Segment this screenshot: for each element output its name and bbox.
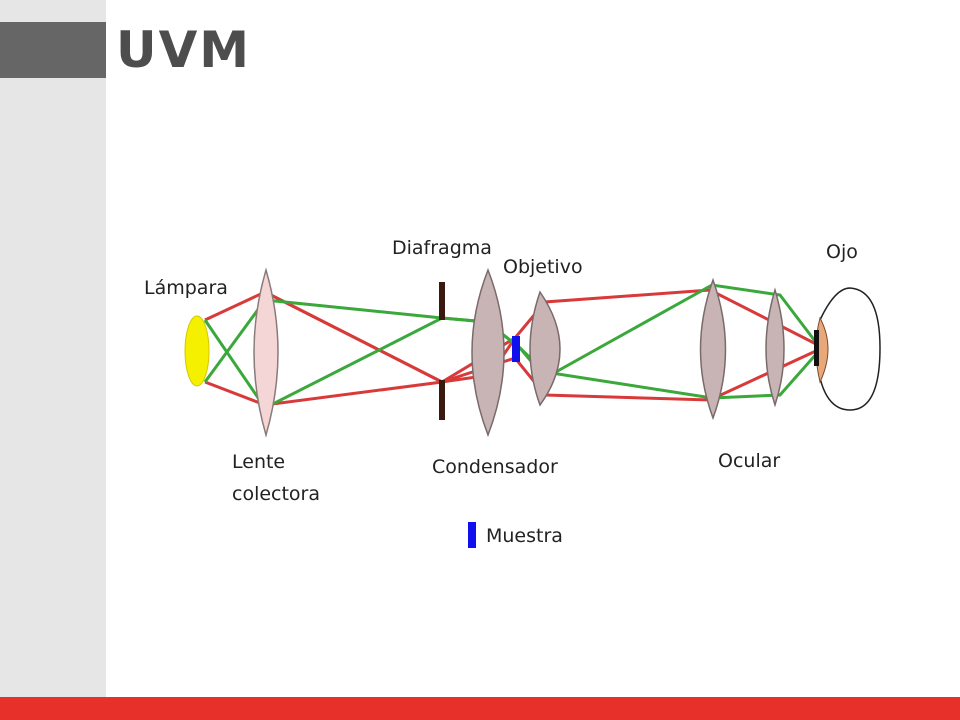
logo-bar xyxy=(0,22,106,78)
objective-lens-shape xyxy=(529,290,561,407)
label-ocular: Ocular xyxy=(718,450,780,472)
ocular-lens-2-shape xyxy=(765,287,785,408)
label-diaphragm: Diafragma xyxy=(392,237,492,259)
eye-shape xyxy=(819,287,881,411)
left-band xyxy=(0,0,106,697)
label-eye: Ojo xyxy=(826,241,858,263)
label-collector-line1: Lente xyxy=(232,451,285,473)
legend-sample-swatch xyxy=(468,522,476,548)
label-condenser: Condensador xyxy=(432,456,558,478)
uvm-logo: UVM xyxy=(116,21,252,79)
diaphragm-upper xyxy=(439,282,445,320)
green-ray-lower xyxy=(203,316,820,410)
lamp-shape xyxy=(184,315,210,387)
eye-pupil xyxy=(814,330,819,366)
ocular-lens-1-shape xyxy=(699,277,727,421)
diaphragm-lower xyxy=(439,380,445,420)
condenser-lens-shape xyxy=(471,267,505,438)
label-sample: Muestra xyxy=(486,525,563,547)
label-collector-line2: colectora xyxy=(232,483,320,505)
collector-lens-shape xyxy=(253,267,279,438)
label-objective: Objetivo xyxy=(503,256,583,278)
label-lamp: Lámpara xyxy=(144,277,228,299)
bottom-bar xyxy=(0,697,960,720)
sample-shape xyxy=(512,336,520,362)
